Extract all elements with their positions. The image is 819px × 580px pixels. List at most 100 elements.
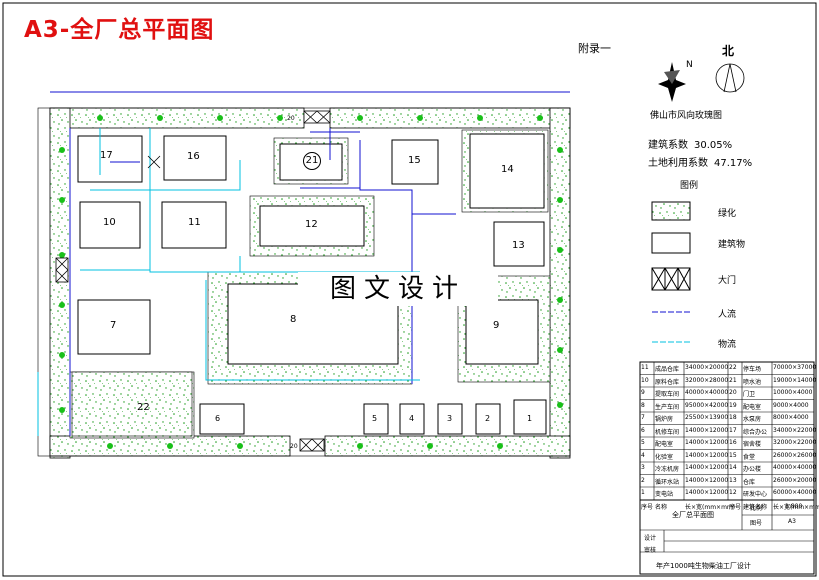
schedule-cell: 34000×20000 (685, 364, 729, 371)
building-12-label: 12 (305, 219, 318, 230)
schedule-header-cell: 序号 (641, 503, 654, 511)
site-boundary (37, 107, 571, 457)
schedule-cell: 25500×13900 (685, 414, 729, 421)
checker-label: 审核 (644, 547, 657, 554)
schedule-cell: 冷冻机房 (655, 466, 680, 473)
schedule-cell: 综合办公 (743, 428, 768, 436)
building-4-label: 4 (409, 414, 415, 423)
schedule-cell: 8 (641, 401, 645, 409)
schedule-cell: 原料仓库 (655, 378, 680, 386)
schedule-cell: 13 (729, 476, 737, 484)
land-use-value: 47.17% (714, 158, 753, 169)
schedule-cell: 18 (729, 414, 737, 421)
north-label: 北 (722, 44, 735, 58)
building-8-label: 8 (290, 314, 297, 325)
schedule-cell: 化验室 (655, 453, 674, 461)
schedule-header-cell: 序号 (729, 503, 742, 511)
schedule-cell: 21 (729, 376, 737, 384)
buildings (77, 133, 547, 435)
gates (55, 110, 331, 452)
schedule-cell: 17 (729, 426, 737, 434)
schedule-cell: 9000×4000 (773, 401, 809, 409)
building-7-label: 7 (110, 320, 117, 331)
building-14-label: 14 (501, 164, 514, 175)
building-11-label: 11 (188, 217, 201, 228)
building-2-label: 2 (485, 414, 491, 423)
schedule-cell: 成品仓库 (655, 366, 680, 373)
schedule-cell: 32000×28000 (685, 376, 729, 384)
schedule-cell: 26000×20000 (773, 476, 817, 484)
schedule-cell: 19 (729, 401, 737, 409)
building-13-label: 13 (512, 240, 525, 251)
appendix-label: 附录一 (578, 42, 611, 55)
schedule-cell: 14000×12000 (685, 426, 729, 434)
schedule-cell: 4 (641, 451, 645, 459)
schedule-header-cell: 长×宽(mm×mm) (773, 503, 819, 511)
schedule-cell: 14 (729, 464, 737, 471)
schedule-cell: 40000×40000 (773, 464, 817, 471)
schedule-cell: 生产车间 (655, 403, 680, 411)
building-coefficient-value: 30.05% (694, 140, 733, 151)
schedule-cell: 22 (729, 364, 737, 371)
schedule-cell: 26000×26000 (773, 451, 817, 459)
legend-title: 图例 (680, 181, 699, 191)
schedule-cell: 6 (641, 426, 645, 434)
schedule-header-cell: 长×宽(mm×mm) (685, 503, 736, 511)
schedule-cell: 14000×12000 (685, 451, 729, 459)
scale-label: 比例 (750, 505, 763, 512)
north-arrow-icon (715, 63, 745, 93)
schedule-cell: 提取车间 (655, 391, 680, 398)
building-10-label: 10 (103, 217, 116, 228)
building-coefficient-label: 建筑系数 (648, 140, 688, 151)
schedule-cell: 14000×12000 (685, 476, 729, 484)
schedule-cell: 8000×4000 (773, 414, 809, 421)
wind-rose-icon (658, 62, 686, 102)
scale-value: 1:800 (785, 503, 803, 510)
schedule-header-cell: 名称 (655, 503, 668, 511)
wind-rose-n-label: N (686, 60, 693, 70)
schedule-cell: 16 (729, 439, 737, 446)
building-22-label: 22 (137, 402, 150, 413)
building-16-label: 16 (187, 151, 200, 162)
schedule-cell: 仓库 (743, 478, 756, 486)
schedule-cell: 宿舍楼 (743, 441, 762, 448)
schedule-cell: 停车场 (743, 366, 762, 373)
title-block (639, 499, 815, 575)
schedule-cell: 7 (641, 414, 645, 421)
schedule-cell: 配电室 (743, 403, 762, 411)
legend-symbols (651, 201, 692, 343)
building-15-label: 15 (408, 155, 421, 166)
schedule-cell: 60000×40000 (773, 489, 817, 496)
land-use-label: 土地利用系数 (648, 158, 708, 169)
building-1-label: 1 (527, 414, 533, 423)
gate-label: 20 (290, 443, 298, 450)
schedule-cell: 14000×12000 (685, 489, 729, 496)
schedule-cell: 19000×14000 (773, 376, 817, 384)
schedule-cell: 10 (641, 376, 649, 384)
schedule-cell: 32000×22000 (773, 439, 817, 446)
watermark: 图文设计 (298, 272, 498, 306)
schedule-cell: 12 (729, 489, 737, 496)
schedule-cell: 2 (641, 476, 645, 484)
schedule-cell: 水泵房 (743, 416, 762, 423)
schedule-cell: 食堂 (743, 453, 756, 461)
project-name: 年产1000吨生物柴油工厂设计 (656, 562, 751, 570)
wind-rose-caption: 佛山市风向玫瑰图 (650, 111, 723, 121)
schedule-cell: 20 (729, 389, 737, 396)
legend-people-flow-label: 人流 (718, 310, 737, 320)
legend-gate-label: 大门 (718, 276, 737, 286)
schedule-header-cell: 建筑名称 (743, 503, 768, 511)
building-9-label: 9 (493, 320, 500, 331)
legend-green-label: 绿化 (718, 209, 737, 219)
schedule-cell: 变电站 (655, 491, 674, 498)
schedule-cell: 70000×37000 (773, 364, 817, 371)
schedule-cell: 门卫 (743, 391, 756, 398)
land-use-coefficient: 土地利用系数 47.17% (648, 154, 752, 169)
schedule-cell: 11 (641, 364, 649, 371)
drawing-name: 全厂总平面图 (672, 511, 714, 519)
schedule-cell: 机修车间 (655, 428, 680, 436)
schedule-cell: 9 (641, 389, 645, 396)
schedule-cell: 3 (641, 464, 645, 471)
building-5-label: 5 (372, 414, 378, 423)
